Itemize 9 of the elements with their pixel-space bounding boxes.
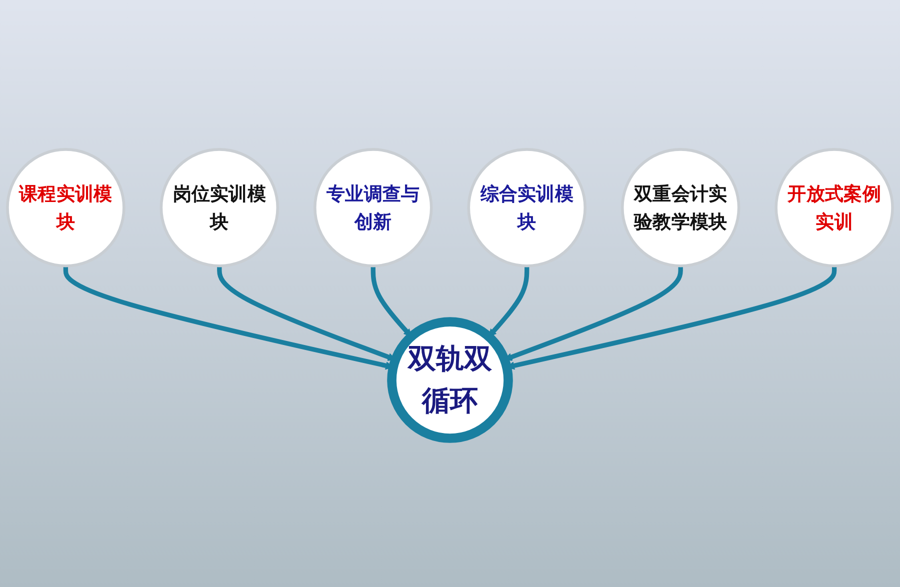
arrow <box>488 266 530 337</box>
node-circle: 课程实训模块 <box>6 148 126 267</box>
arrow <box>370 266 412 337</box>
node-circle: 岗位实训模块 <box>160 148 280 267</box>
node-circle: 开放式案例实训 <box>774 148 894 267</box>
node-circle: 综合实训模块 <box>467 148 586 267</box>
node-circle: 双轨双循环 <box>387 316 513 443</box>
node-circle: 双重会计实验教学模块 <box>620 148 740 267</box>
node-circle: 专业调查与创新 <box>314 148 433 267</box>
